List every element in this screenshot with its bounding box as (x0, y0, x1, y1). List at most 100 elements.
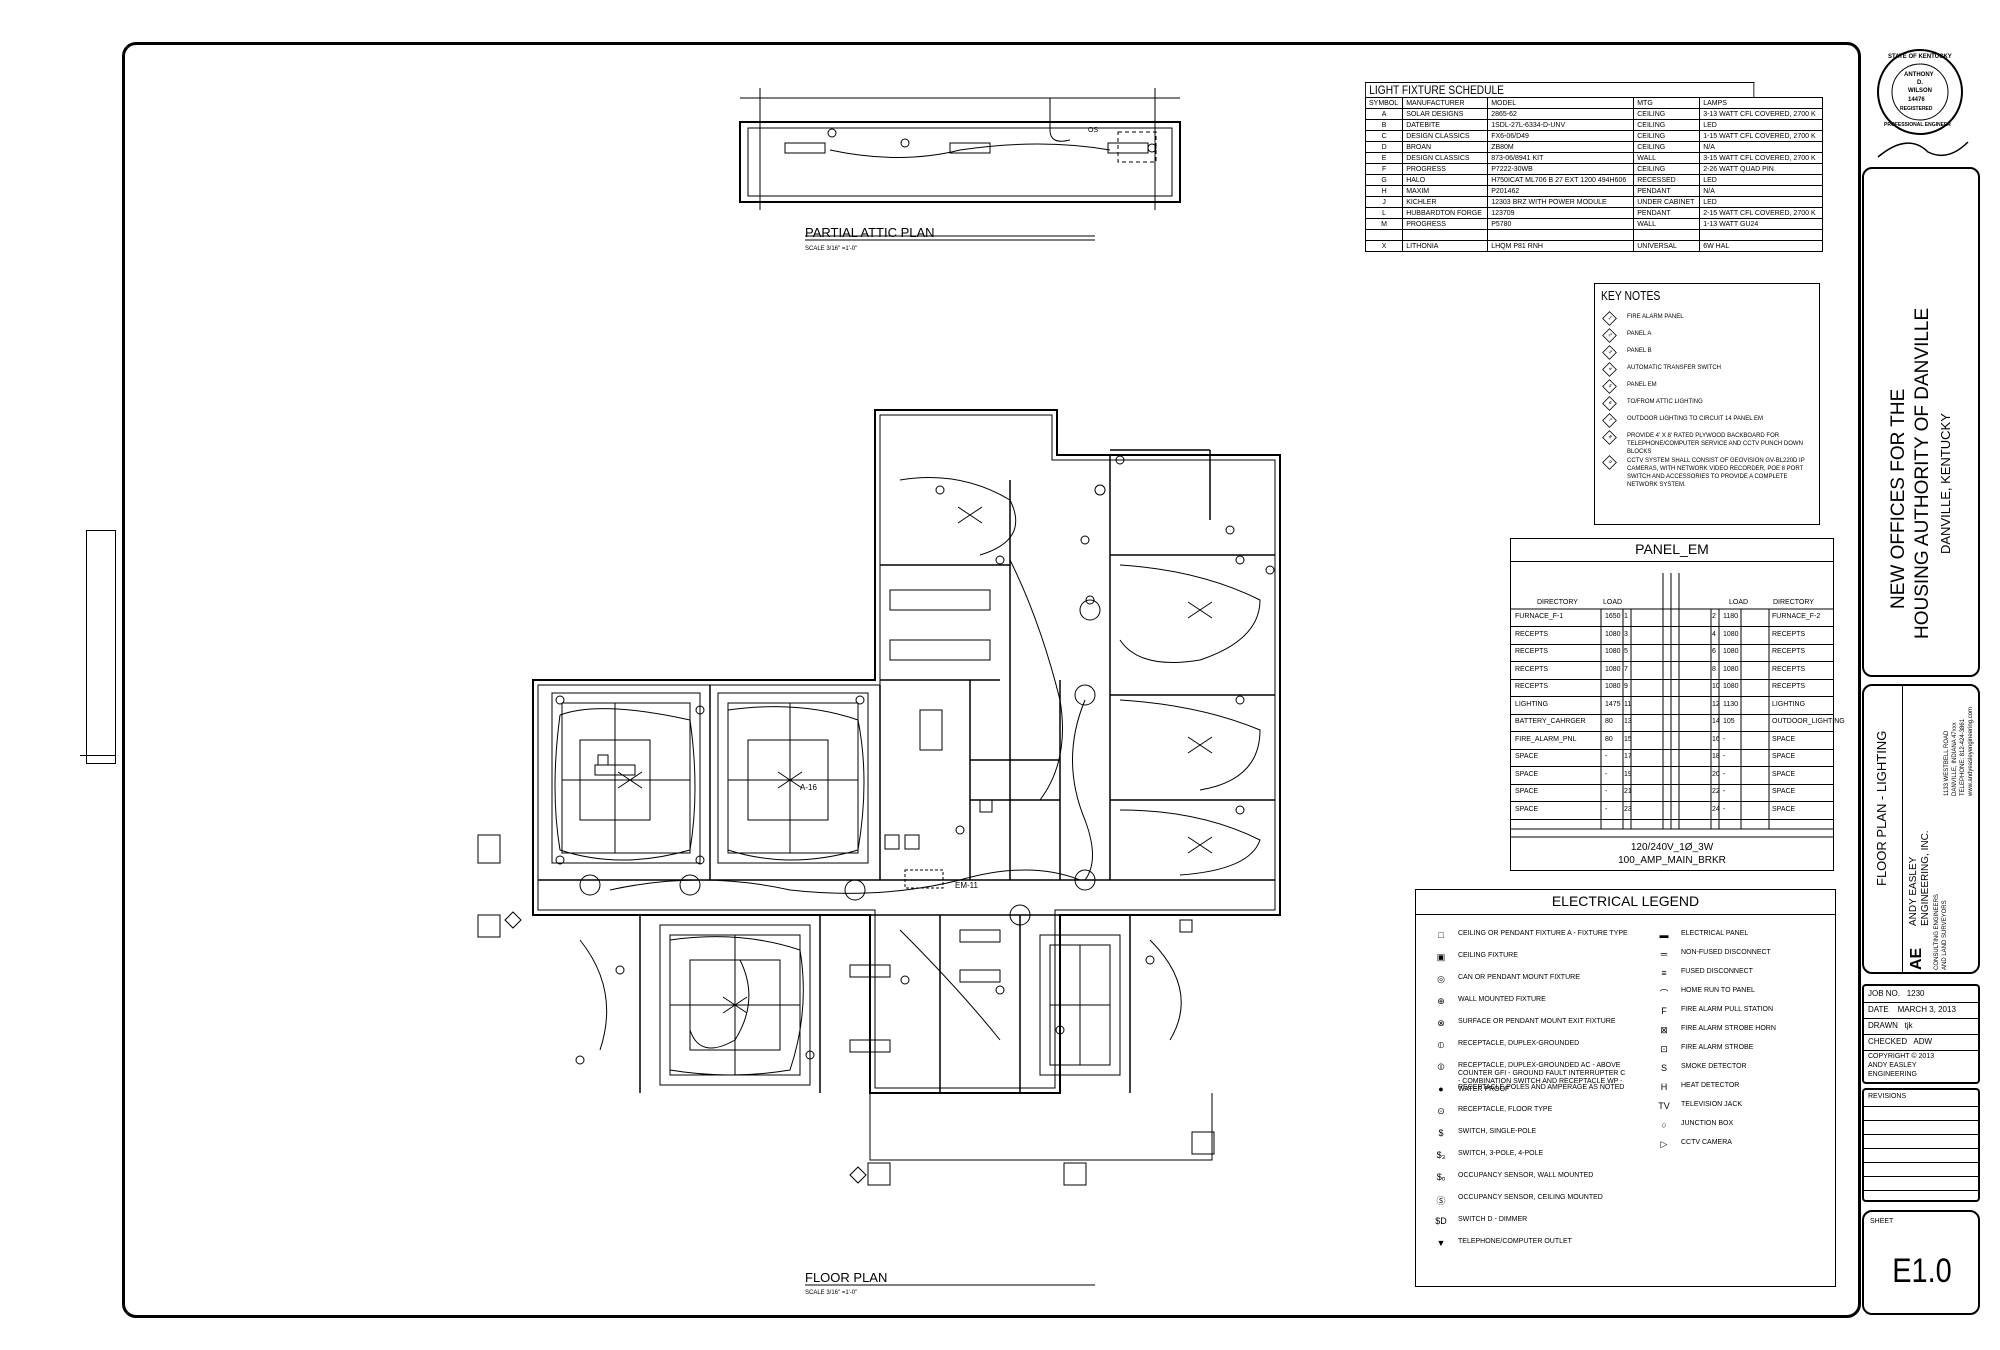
legend-item: ⦶ RECEPTACLE, DUPLEX-GROUNDED (1428, 1040, 1628, 1051)
panel-cell: SPACE (1772, 735, 1796, 743)
panel-cell: RECEPTS (1515, 665, 1549, 673)
panel-cell: BATTERY_CAHRGER (1515, 718, 1586, 725)
panel-cell: 80 (1605, 735, 1613, 743)
panel-cell: 1080 (1605, 665, 1621, 673)
em11-label: EM-11 (955, 881, 979, 890)
title-block: STATE OF KENTUCKY ANTHONY D. WILSON 1447… (1862, 42, 1982, 1317)
legend-text: HEAT DETECTOR (1681, 1082, 1740, 1089)
legend-item: ≡ FUSED DISCONNECT (1651, 968, 1851, 978)
legend-item: ⊙RECEPTACLE, FLOOR TYPE (1428, 1106, 1628, 1117)
table-cell: LHQM P81 RNH (1487, 240, 1635, 252)
panel-cell: 18 (1712, 753, 1720, 760)
key-note-text: PANEL A (1627, 331, 1652, 337)
floor-plan-title: FLOOR PLAN (805, 1270, 887, 1285)
table-cell: DATEBITE (1402, 119, 1489, 131)
attic-plan-scale: SCALE 3/16" =1'-0" (805, 246, 857, 252)
key-note-number-icon: 4 (1602, 362, 1617, 377)
panel-cell: - (1605, 805, 1608, 813)
wiring (554, 477, 1261, 1076)
drawn-label: DRAWN (1868, 1021, 1898, 1030)
panel-cell: 16 (1712, 735, 1720, 743)
legend-item: ⊗SURFACE OR PENDANT MOUNT EXIT FIXTURE (1428, 1018, 1628, 1029)
panel-em-title: PANEL_EM (1635, 541, 1709, 557)
legend-symbol-icon: ⦶ (1437, 1040, 1445, 1050)
panel-cell: OUTDOOR_LIGHTING (1772, 718, 1845, 725)
checked-label: CHECKED (1868, 1037, 1908, 1046)
panel-cell: RECEPTS (1772, 630, 1806, 638)
floor-plan-scale: SCALE 3/16" =1'-0" (805, 1290, 857, 1296)
key-note-text: FIRE ALARM PANEL (1627, 314, 1684, 320)
legend-text: SMOKE DETECTOR (1681, 1063, 1747, 1070)
legend-text: SWITCH, 3-POLE, 4-POLE (1458, 1150, 1544, 1157)
legend-text: SWITCH, SINGLE-POLE (1458, 1128, 1537, 1135)
panel-cell: 1 (1624, 613, 1628, 620)
panel-cell: 4 (1712, 630, 1716, 638)
job-label: JOB NO. (1868, 989, 1901, 998)
panel-cell: 1650 (1605, 613, 1621, 620)
panel-cell: SPACE (1772, 770, 1796, 778)
key-note-number-icon: 5 (1602, 379, 1617, 394)
legend-text: NON-FUSED DISCONNECT (1681, 949, 1771, 956)
panel-cell: 7 (1624, 665, 1628, 673)
legend-symbol-icon: ⊡ (1660, 1044, 1668, 1054)
table-cell: C (1364, 130, 1404, 142)
table-cell: 2-26 WATT QUAD PIN (1699, 163, 1823, 175)
panel-cell: RECEPTS (1515, 648, 1549, 655)
legend-symbol-icon: Ⓢ (1436, 1196, 1446, 1206)
panel-cell: 1475 (1605, 700, 1621, 708)
legend-item: ▣CEILING FIXTURE (1428, 952, 1628, 963)
seal-name3: WILSON (1908, 88, 1932, 94)
table-cell: 2865-62 (1487, 108, 1635, 120)
legend-item: ▬ELECTRICAL PANEL (1651, 930, 1851, 940)
panel-em-footer-2: 100_AMP_MAIN_BRKR (1618, 855, 1726, 866)
panel-cell: 10 (1712, 683, 1720, 690)
legend-symbol-icon: ○ (1661, 1120, 1667, 1130)
legend-text: JUNCTION BOX (1681, 1120, 1734, 1127)
panel-cell: - (1605, 788, 1608, 795)
firm-logo: AE (1908, 947, 1925, 970)
panel-cell: RECEPTS (1515, 630, 1549, 638)
legend-symbol-icon: $₃ (1436, 1150, 1446, 1160)
key-note-number-icon: 7 (1602, 413, 1617, 428)
legend-text: RECEPTACLE, DUPLEX-GROUNDED (1458, 1040, 1580, 1047)
table-cell: 873-06/8941 KIT (1487, 152, 1635, 164)
legend-text: FIRE ALARM STROBE HORN (1681, 1025, 1776, 1032)
table-cell: UNDER CABINET (1633, 196, 1701, 208)
table-cell (1402, 229, 1489, 241)
legend-symbol-icon: ▣ (1436, 952, 1446, 962)
legend-text: FUSED DISCONNECT (1681, 968, 1753, 975)
table-cell: B (1364, 119, 1404, 131)
legend-symbol-icon: ≡ (1661, 968, 1667, 978)
table-cell: LED (1699, 174, 1823, 186)
panel-cell: - (1723, 770, 1726, 778)
legend-item: ⦷RECEPTACLE, DUPLEX-GROUNDED AC - ABOVE … (1428, 1062, 1628, 1094)
table-cell: PROGRESS (1402, 163, 1489, 175)
legend-symbol-icon: ● (1438, 1084, 1444, 1094)
panel-em-load-header-left: LOAD (1603, 599, 1623, 606)
table-cell: L (1364, 207, 1404, 219)
panel-cell: 1080 (1723, 648, 1739, 655)
panel-cell: RECEPTS (1515, 683, 1549, 690)
panel-em-load-header-right: LOAD (1729, 599, 1749, 606)
table-cell: LED (1699, 119, 1823, 131)
key-note-text: PANEL B (1627, 348, 1652, 354)
panel-em-dir-header-left: DIRECTORY (1537, 599, 1578, 606)
legend-item: $₃ SWITCH, 3-POLE, 4-POLE (1428, 1150, 1628, 1160)
legend-symbol-icon: F (1661, 1006, 1667, 1016)
firm-addr-3: TELEPHONE: 812-424-3861 (1960, 718, 1966, 796)
seal-number: 14476 (1908, 97, 1925, 103)
key-note-text: PROVIDE 4' X 8' RATED PLYWOOD BACKBOARD … (1627, 433, 1803, 455)
a16-label: A-16 (800, 783, 817, 792)
table-cell: N/A (1699, 185, 1823, 197)
seal-professional: PROFESSIONAL ENGINEER (1884, 122, 1951, 128)
